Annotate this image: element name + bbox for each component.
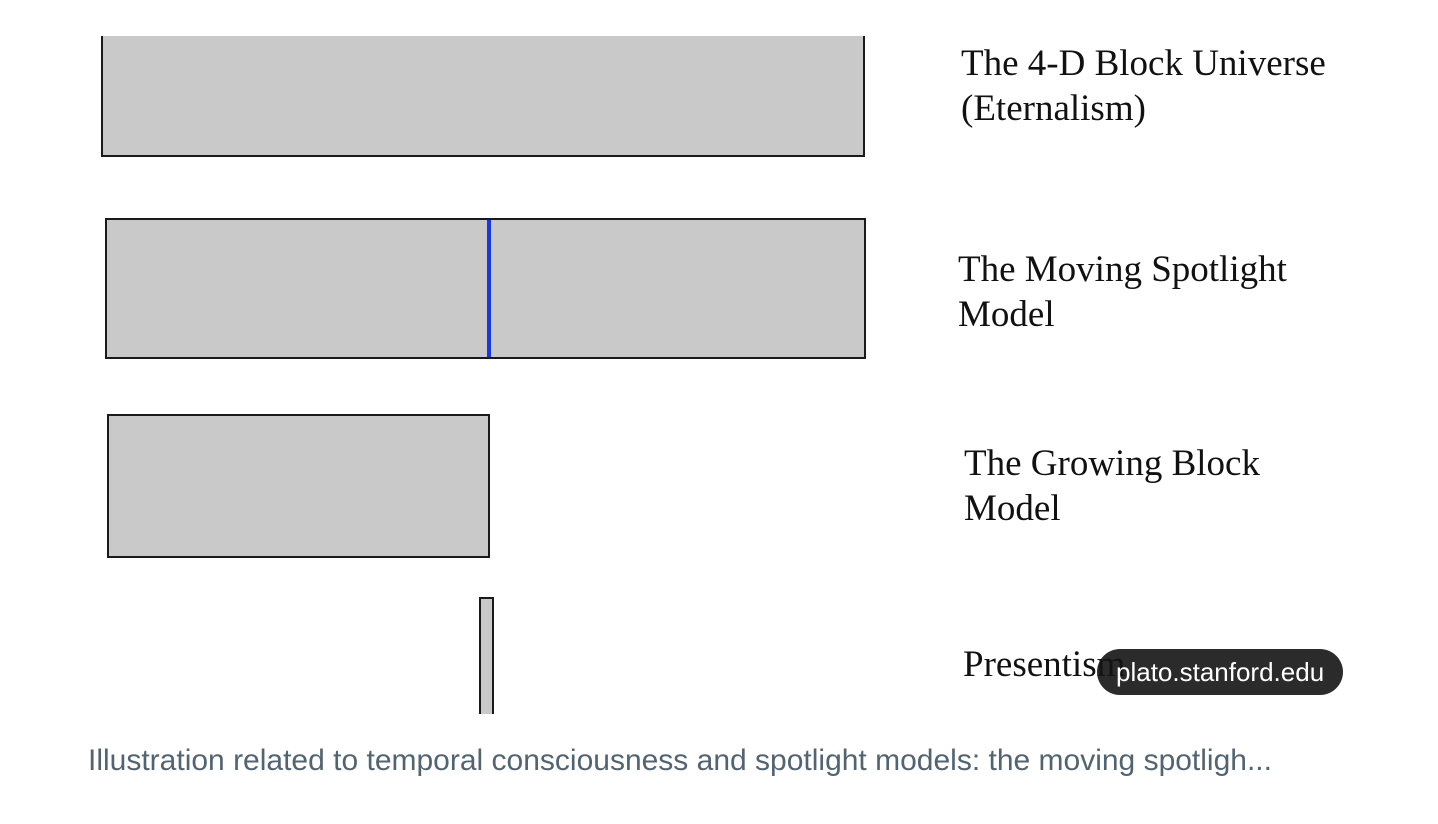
growing-block-block: [107, 414, 490, 558]
presentism-block: [479, 597, 494, 714]
moving-spotlight-label: The Moving Spotlight Model: [958, 249, 1287, 335]
eternalism-block: [101, 36, 865, 157]
moving-spotlight-block: [105, 218, 866, 359]
temporal-models-figure[interactable]: The 4-D Block Universe (Eternalism) The …: [88, 36, 1368, 714]
source-domain-badge[interactable]: plato.stanford.edu: [1097, 649, 1344, 695]
eternalism-label: The 4-D Block Universe (Eternalism): [961, 43, 1326, 129]
growing-block-label: The Growing Block Model: [964, 443, 1260, 529]
image-caption: Illustration related to temporal conscio…: [88, 744, 1272, 777]
spotlight-line: [487, 220, 491, 357]
